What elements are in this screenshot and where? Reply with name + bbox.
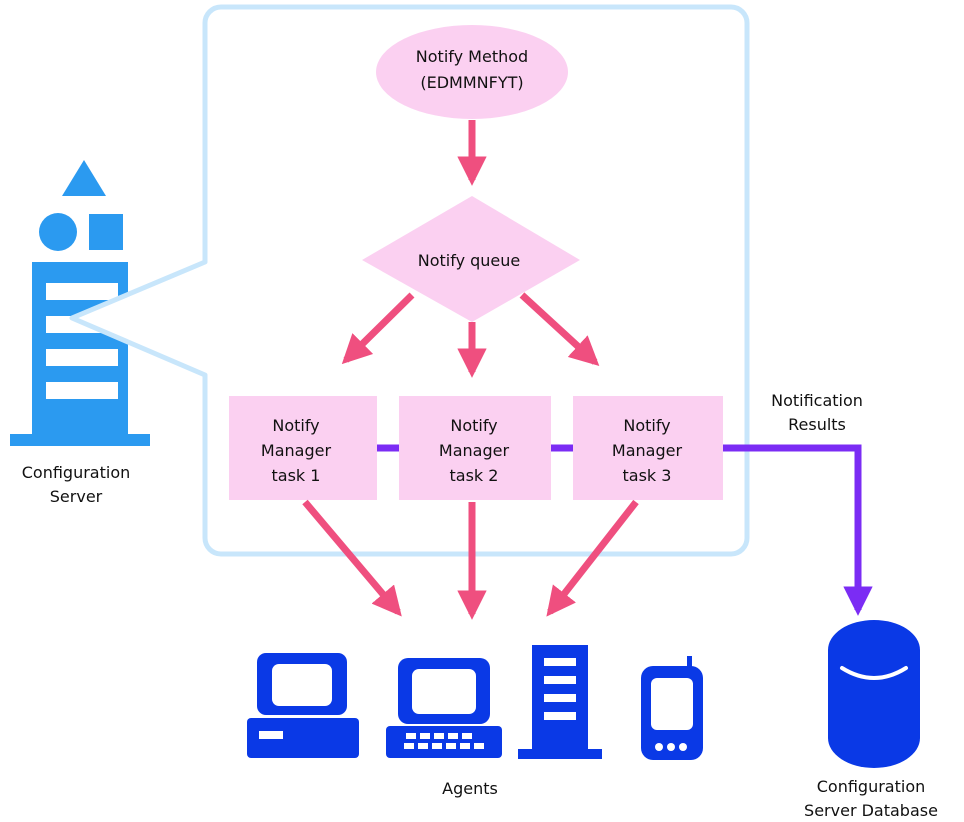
task-2-line-3: task 2: [450, 466, 499, 485]
notify-method-line-1: Notify Method: [416, 47, 528, 66]
results-label-line-2: Results: [788, 415, 846, 434]
task-3-line-3: task 3: [623, 466, 672, 485]
arrow-task-1-to-agents: [302, 499, 402, 617]
task-1-line-3: task 1: [272, 466, 321, 485]
circle-icon: [39, 213, 77, 251]
task-2-line-1: Notify: [450, 416, 497, 435]
square-icon: [89, 214, 123, 250]
arrow-results-to-database: [722, 444, 873, 616]
arrow-queue-to-task-1: [341, 292, 415, 365]
server-slot: [46, 382, 118, 399]
arrow-queue-to-task-3: [519, 292, 600, 366]
task-box-3: [573, 396, 723, 500]
server-base: [10, 434, 150, 446]
triangle-icon: [62, 160, 106, 196]
handheld-device-icon: [641, 656, 703, 760]
task-1-line-1: Notify: [272, 416, 319, 435]
notify-queue-node: [362, 196, 580, 322]
task-3-line-1: Notify: [623, 416, 670, 435]
server-rack-icon: [518, 645, 602, 759]
laptop-icon: [386, 658, 502, 758]
task-box-1: [229, 396, 377, 500]
server-label-line-2: Server: [50, 487, 103, 506]
notify-queue-label: Notify queue: [418, 251, 521, 270]
task-3-line-2: Manager: [612, 441, 683, 460]
desktop-computer-icon: [247, 653, 359, 758]
arrow-task-3-to-agents: [546, 499, 639, 617]
task-1-line-2: Manager: [261, 441, 332, 460]
agents-label: Agents: [442, 779, 498, 798]
notify-method-node: [376, 25, 568, 119]
database-label-line-1: Configuration: [817, 777, 926, 796]
server-slot: [46, 283, 118, 300]
server-label-line-1: Configuration: [22, 463, 131, 482]
task-box-2: [399, 396, 551, 500]
server-slot: [46, 349, 118, 366]
database-label-line-2: Server Database: [804, 801, 938, 820]
notify-method-line-2: (EDMMNFYT): [420, 73, 523, 92]
database-icon: [828, 620, 920, 768]
task-2-line-2: Manager: [439, 441, 510, 460]
results-label-line-1: Notification: [771, 391, 863, 410]
